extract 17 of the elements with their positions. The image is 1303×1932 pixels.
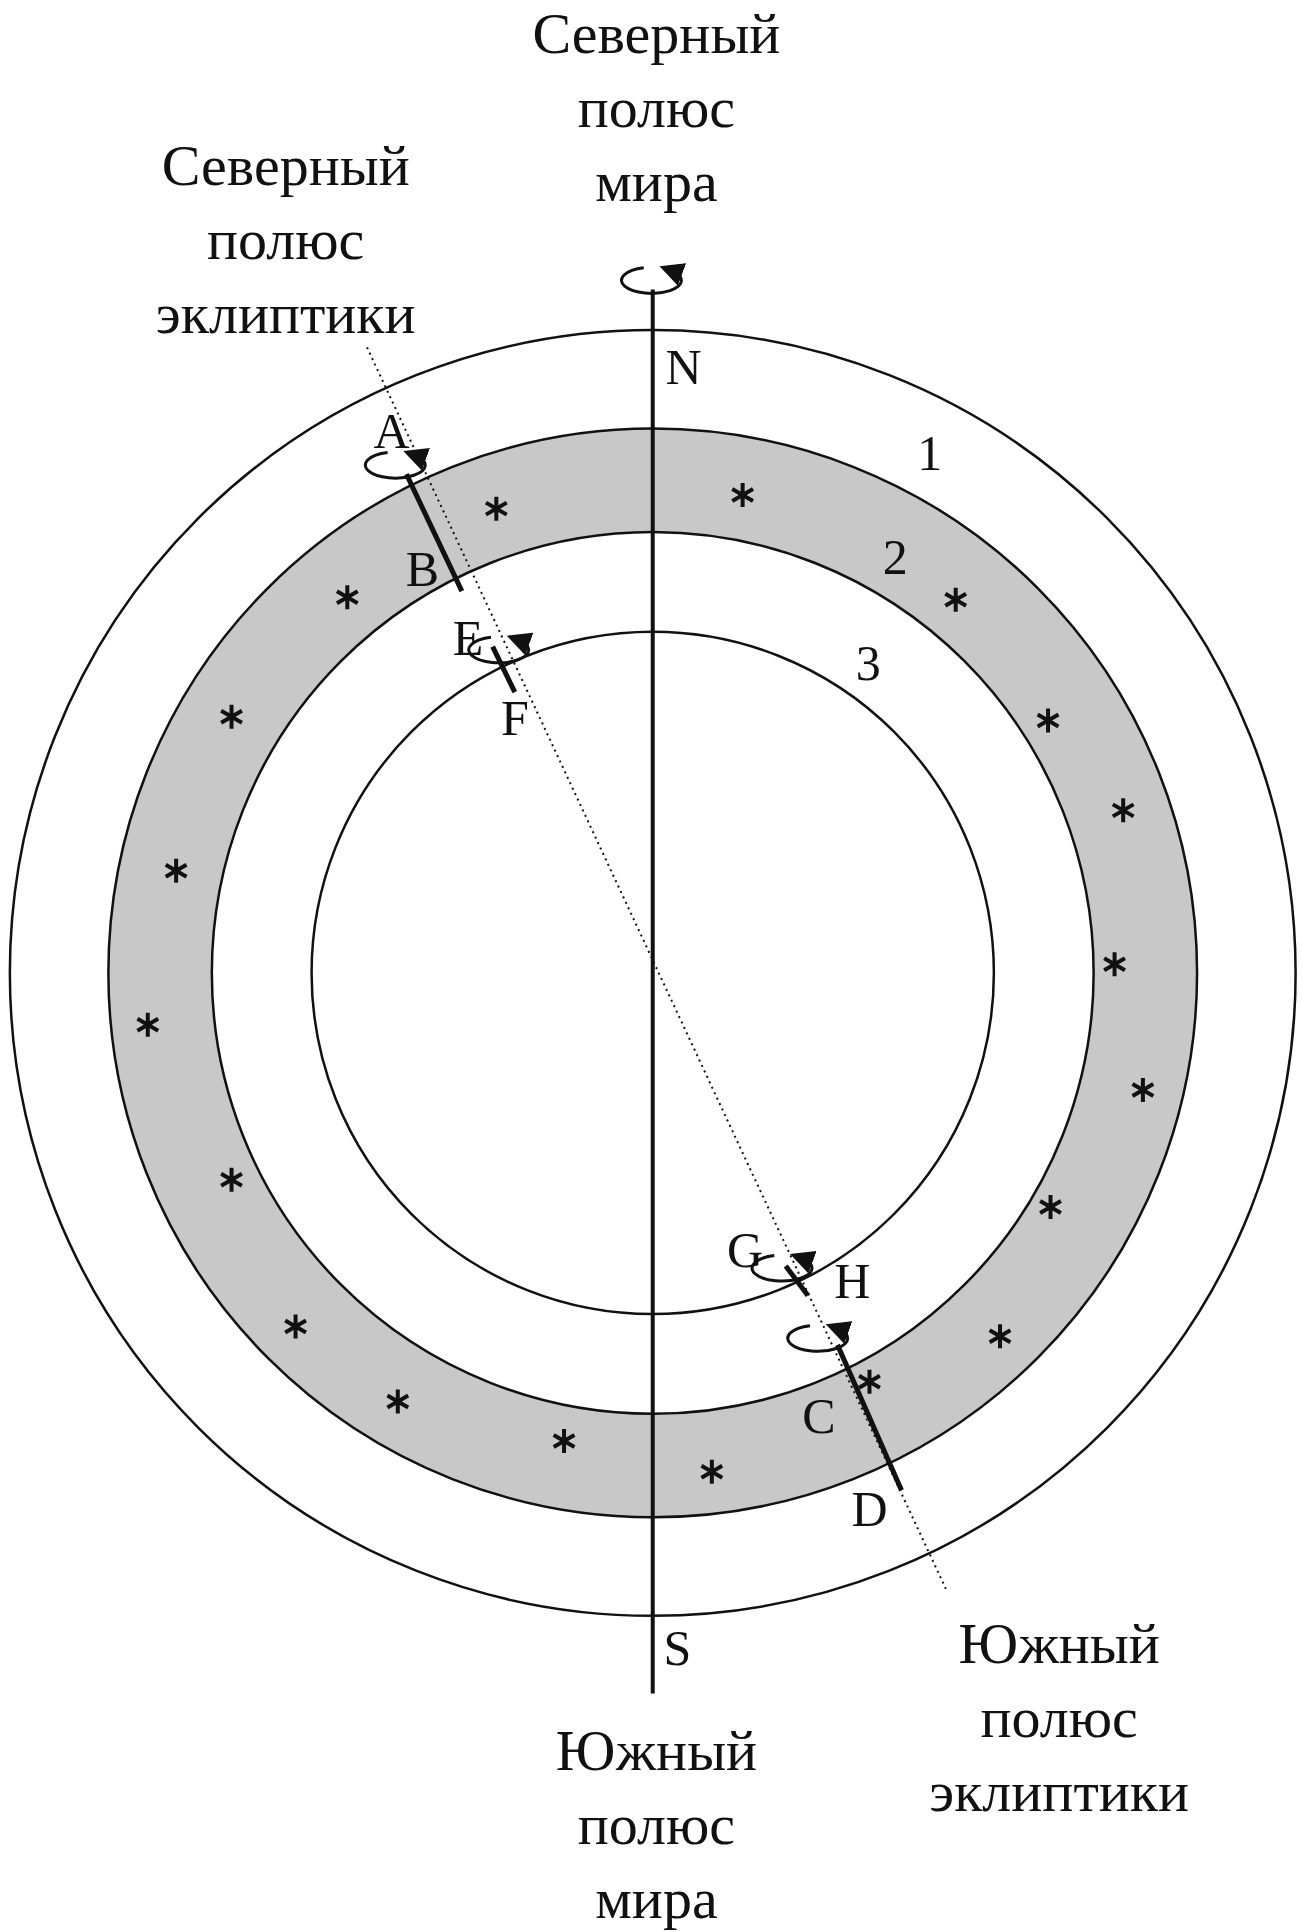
- point-letter: C: [802, 1391, 836, 1442]
- point-letter: G: [727, 1225, 764, 1276]
- pole-label: Южный полюс мира: [555, 1717, 758, 1932]
- point-letter: F: [500, 693, 529, 743]
- pole-label: Северный полюс мира: [532, 0, 781, 217]
- point-letter: D: [851, 1483, 888, 1534]
- pole-label: Северный полюс эклиптики: [155, 132, 416, 349]
- pole-label: Южный полюс эклиптики: [929, 1610, 1189, 1827]
- point-letter: A: [373, 406, 410, 457]
- point-letter: B: [405, 544, 440, 594]
- point-letter: N: [665, 342, 702, 392]
- point-letter: H: [834, 1255, 871, 1306]
- zone-number: 1: [917, 428, 943, 479]
- point-letter: S: [663, 1622, 692, 1673]
- zone-number: 3: [855, 637, 881, 688]
- point-letter: E: [452, 612, 484, 663]
- zone-number: 2: [882, 531, 908, 582]
